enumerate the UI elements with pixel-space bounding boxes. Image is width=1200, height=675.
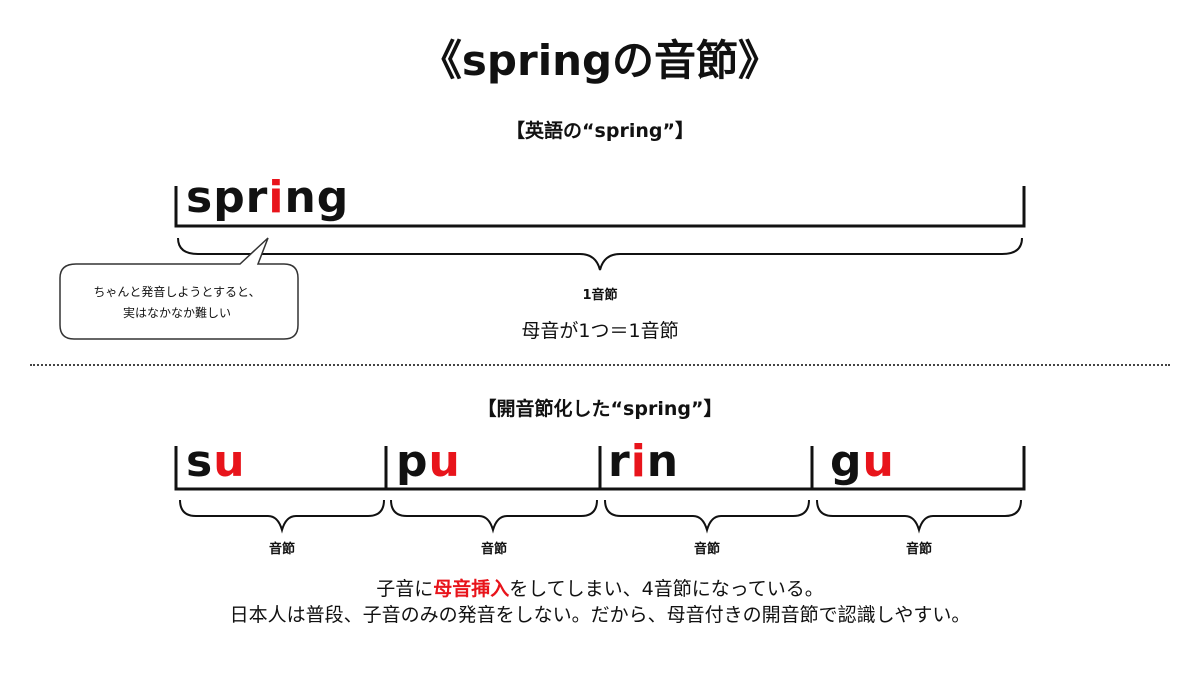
english-heading: 【英語の“spring”】 [506,120,694,142]
segment-consonant: s [186,436,214,487]
segment-label: 音節 [268,542,295,557]
segment-word-3: rin [608,440,679,484]
segment-label: 音節 [480,542,507,557]
segment-tail: n [646,436,680,487]
segment-label: 音節 [693,542,720,557]
segment-label: 音節 [905,542,932,557]
english-word: spring [186,176,349,220]
segment-consonant: g [830,436,863,487]
segment-brace [604,499,810,534]
english-note: 母音が1つ＝1音節 [521,320,679,342]
segment-vowel: u [213,436,246,487]
segment-vowel: i [630,436,647,487]
english-word-ending: ng [284,172,350,223]
segment-brace [390,499,598,534]
segment-word-4: gu [830,440,895,484]
segment-brace [179,499,385,534]
summary-line-2: 日本人は普段、子音のみの発音をしない。だから、母音付きの開音節で認識しやすい。 [229,604,971,626]
segment-consonant: p [396,436,429,487]
segment-brace [816,499,1022,534]
segment-consonant: r [608,436,631,487]
callout-line: 実はなかなか難しい [122,306,231,320]
page-title: 《springの音節》 [419,36,781,85]
segment-vowel: u [428,436,461,487]
english-syllable-brace [177,237,1023,271]
section-divider [30,364,1170,366]
summary-emphasis: 母音挿入 [433,578,510,600]
segment-word-1: su [186,440,246,484]
segment-vowel: u [862,436,895,487]
callout-bubble [59,237,299,340]
segment-word-2: pu [396,440,461,484]
summary-text: をしてしまい、4音節になっている。 [509,578,824,600]
english-syllable-label: 1音節 [582,288,618,303]
callout-line: ちゃんと発音しようとすると、 [93,285,261,299]
open-heading: 【開音節化した“spring”】 [477,398,723,420]
english-word-consonants: spr [186,172,269,223]
english-word-vowel: i [268,172,285,223]
summary-text: 子音に [376,578,434,600]
summary-line-1: 子音に母音挿入をしてしまい、4音節になっている。 [0,578,1200,601]
callout-text: ちゃんと発音しようとすると、 実はなかなか難しい [62,282,292,324]
english-word-frame [174,186,1026,228]
